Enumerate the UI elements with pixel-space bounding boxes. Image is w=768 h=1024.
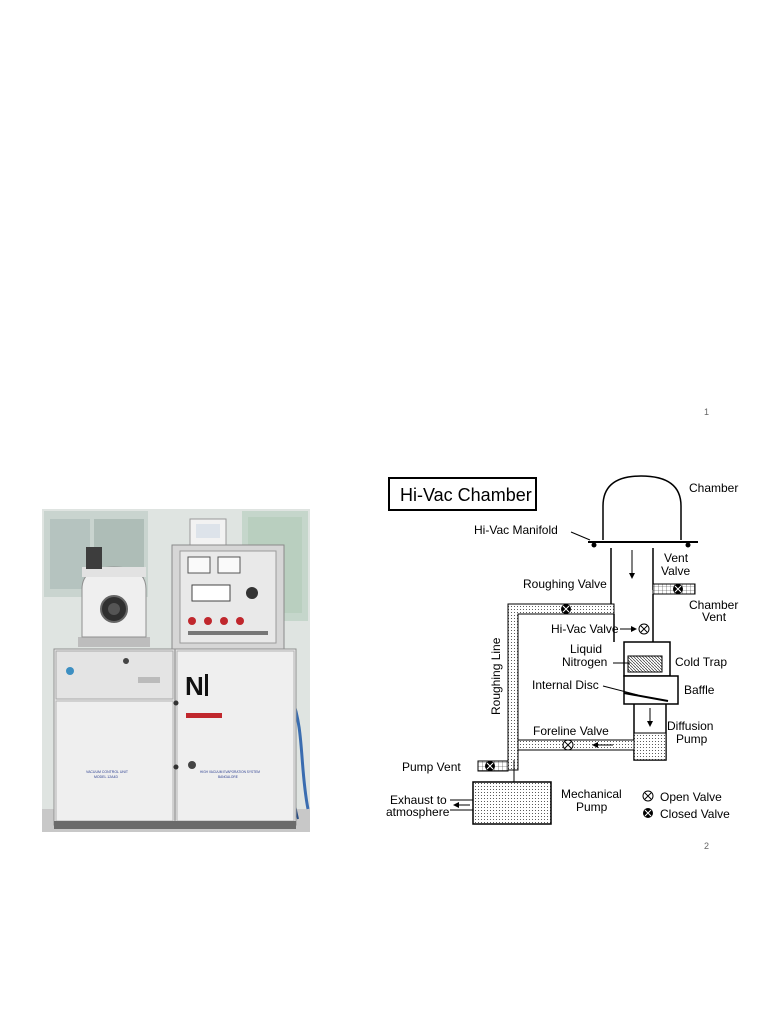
meter-left	[187, 556, 211, 574]
chamber-label: Chamber	[689, 481, 738, 495]
chamber-dome	[602, 475, 682, 540]
hi-vac-valve-label: Hi-Vac Valve	[551, 622, 619, 636]
vacuum-control-panel-model: MODEL 12A4D	[94, 775, 118, 779]
diffusion-pump-oil	[633, 732, 667, 761]
diffusion-pump-label-2: Pump	[676, 732, 708, 746]
foreline	[517, 739, 635, 751]
liquid-nitrogen-label-2: Nitrogen	[562, 655, 607, 669]
legend-closed-valve-label: Closed Valve	[660, 807, 730, 821]
title-box	[388, 477, 537, 511]
page-number-1: 1	[704, 407, 710, 417]
page-number-2: 2	[704, 841, 710, 851]
hi-vac-manifold-label: Hi-Vac Manifold	[474, 523, 558, 537]
pump-vent-label: Pump Vent	[402, 760, 461, 774]
liquid-nitrogen	[627, 655, 663, 673]
power-supply-panel-location: BANGALORE	[218, 775, 238, 779]
mechanical-pump-label-2: Pump	[576, 800, 608, 814]
vent-valve-label-2: Valve	[661, 564, 690, 578]
internal-disc-label: Internal Disc	[532, 678, 599, 692]
cabinet-plinth	[54, 821, 296, 829]
mechanical-pump	[472, 781, 552, 825]
power-supply-panel-label: HIGH VACUUM EVAPORATION SYSTEM	[200, 770, 260, 774]
meter-right	[217, 556, 241, 574]
roughing-line-label: Roughing Line	[489, 637, 503, 715]
vacuum-coating-unit-photo: N VACUUM CONTROL UNIT MODEL 12A4D HIGH V…	[42, 509, 310, 832]
left-door	[55, 700, 174, 822]
diffusion-pump-label-1: Diffusion	[667, 719, 713, 733]
chamber-vent-label-1: Chamber	[689, 598, 738, 612]
exhaust-label-2: atmosphere	[386, 805, 450, 819]
cold-trap-label: Cold Trap	[675, 655, 727, 669]
chamber-vent-label-2: Vent	[702, 610, 727, 624]
control-knob	[246, 587, 258, 599]
diagram-title: Hi-Vac Chamber	[400, 485, 532, 505]
mechanical-pump-label-1: Mechanical	[561, 787, 622, 801]
vent-valve-label-1: Vent	[664, 551, 689, 565]
exhaust-pipe	[450, 799, 473, 811]
right-door	[176, 650, 295, 822]
internal-disc	[623, 692, 669, 702]
hi-vac-chamber-diagram: Hi-Vac Chamber Chamber Hi-Vac Manifold V…	[386, 475, 738, 825]
meter-display	[191, 584, 231, 602]
chamber-base-plate	[78, 637, 150, 647]
brand-badge	[186, 713, 222, 718]
vacuum-control-panel-label: VACUUM CONTROL UNIT	[86, 770, 129, 774]
exhaust-label-1: Exhaust to	[390, 793, 447, 807]
left-control-panel	[55, 650, 174, 700]
roughing-valve-label: Roughing Valve	[523, 577, 607, 591]
manifold-duct	[610, 548, 654, 610]
liquid-nitrogen-label-1: Liquid	[570, 642, 602, 656]
baffle-label: Baffle	[684, 683, 715, 697]
legend-open-valve-label: Open Valve	[660, 790, 722, 804]
ni-logo: N	[185, 671, 204, 701]
foreline-valve-label: Foreline Valve	[533, 724, 609, 738]
baffle	[623, 675, 679, 705]
